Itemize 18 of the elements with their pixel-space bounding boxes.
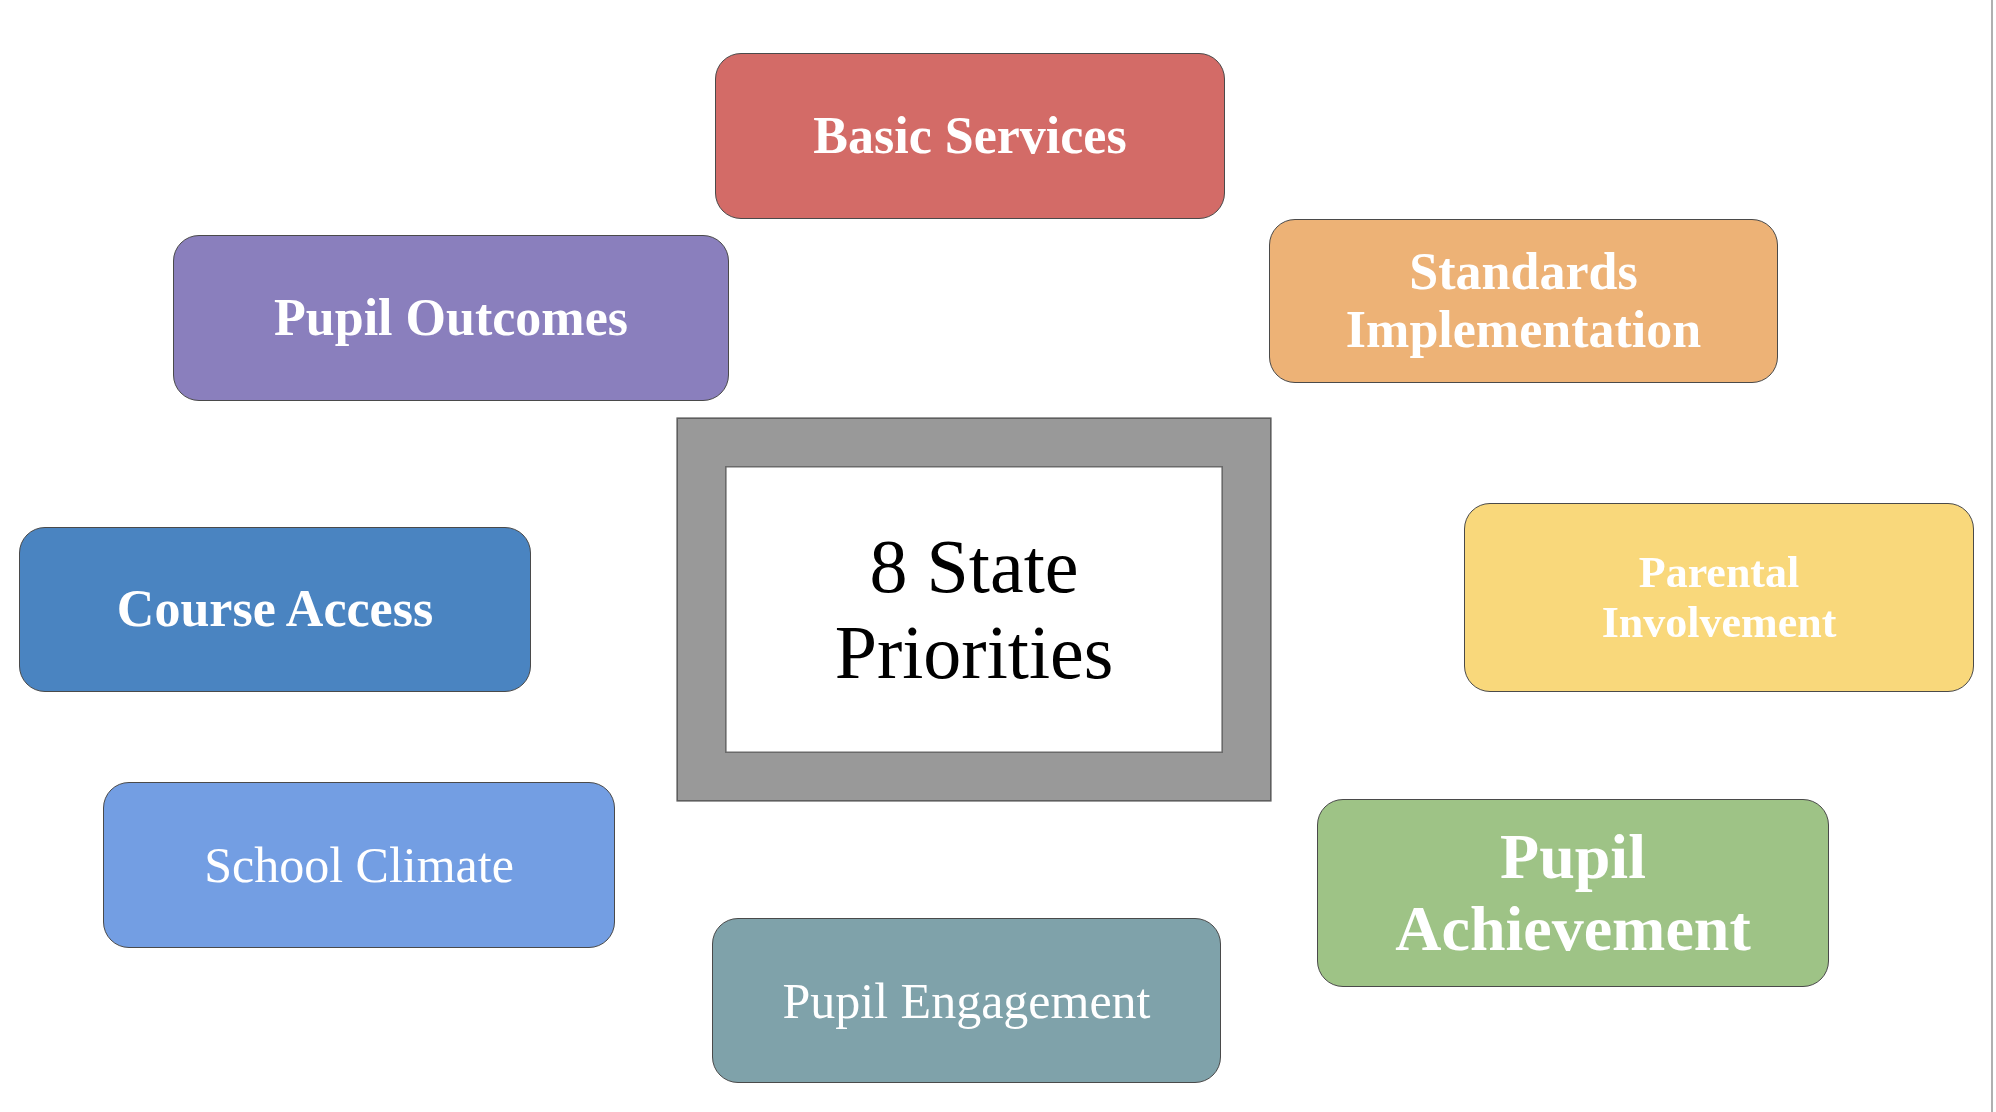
center-frame <box>678 419 1270 800</box>
priority-box <box>1464 503 1974 692</box>
priority-label: Course Access <box>116 580 434 639</box>
priority-box <box>103 782 615 948</box>
priority-box <box>715 53 1225 219</box>
priority-label: Parental Involvement <box>1600 548 1838 647</box>
priority-label: School Climate <box>204 837 514 893</box>
priority-label: Basic Services <box>813 106 1127 166</box>
priority-label: Standards Implementation <box>1344 242 1703 360</box>
priority-box <box>712 918 1221 1083</box>
priority-box <box>173 235 729 401</box>
priority-label: Pupil Achievement <box>1394 821 1752 965</box>
center-title: 8 State Priorities <box>833 524 1115 695</box>
priority-box <box>19 527 531 692</box>
priority-label: Pupil Engagement <box>782 972 1151 1029</box>
priority-box <box>1317 799 1829 987</box>
priority-box <box>1269 219 1778 383</box>
priority-label: Pupil Outcomes <box>274 288 628 348</box>
